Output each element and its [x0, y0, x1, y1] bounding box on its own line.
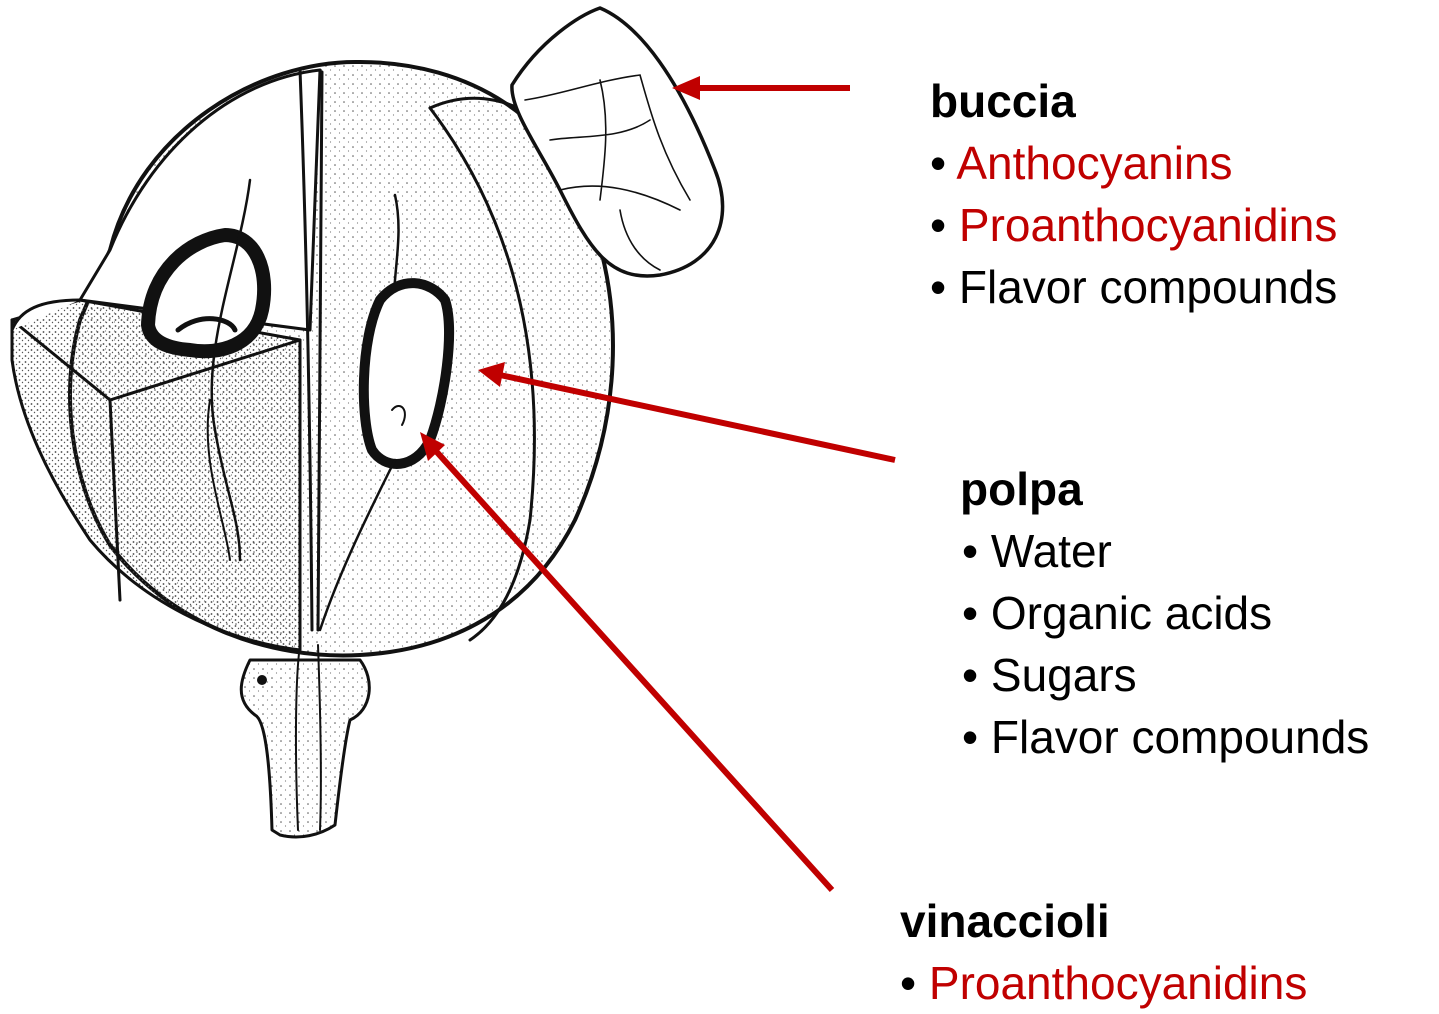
bullet-icon: • — [930, 199, 959, 251]
compound-item: • Sugars — [962, 644, 1369, 706]
compound-item: • Flavor compounds — [930, 256, 1337, 318]
compound-name: Flavor compounds — [991, 711, 1369, 763]
pulp-title: polpa — [960, 458, 1369, 520]
seed-label-group: vinaccioli • Proanthocyanidins — [900, 890, 1307, 1014]
seed-right — [364, 283, 449, 464]
bullet-icon: • — [962, 649, 991, 701]
arrow-to-seed-icon — [420, 432, 832, 890]
bullet-icon: • — [900, 957, 929, 1009]
pulp-compound-list: • Water• Organic acids• Sugars• Flavor c… — [960, 520, 1369, 768]
skin-compound-list: • Anthocyanins• Proanthocyanidins• Flavo… — [930, 132, 1337, 318]
bullet-icon: • — [962, 711, 991, 763]
pedicel — [241, 660, 369, 837]
seed-compound-list: • Proanthocyanidins — [900, 952, 1307, 1014]
seed-title: vinaccioli — [900, 890, 1307, 952]
bullet-icon: • — [930, 261, 959, 313]
skin-title: buccia — [930, 70, 1337, 132]
bullet-icon: • — [930, 137, 956, 189]
compound-item: • Flavor compounds — [962, 706, 1369, 768]
compound-item: • Anthocyanins — [930, 132, 1337, 194]
compound-item: • Water — [962, 520, 1369, 582]
compound-name: Proanthocyanidins — [929, 957, 1307, 1009]
arrow-to-skin-icon — [672, 76, 850, 100]
skin-label-group: buccia • Anthocyanins• Proanthocyanidins… — [930, 70, 1337, 318]
compound-name: Proanthocyanidins — [959, 199, 1337, 251]
grape-berry — [12, 8, 723, 837]
pulp-label-group: polpa • Water• Organic acids• Sugars• Fl… — [960, 458, 1369, 768]
compound-item: • Organic acids — [962, 582, 1369, 644]
compound-name: Sugars — [991, 649, 1137, 701]
compound-name: Flavor compounds — [959, 261, 1337, 313]
compound-item: • Proanthocyanidins — [930, 194, 1337, 256]
bullet-icon: • — [962, 587, 991, 639]
compound-name: Water — [991, 525, 1112, 577]
bullet-icon: • — [962, 525, 991, 577]
compound-name: Organic acids — [991, 587, 1272, 639]
compound-item: • Proanthocyanidins — [900, 952, 1307, 1014]
compound-name: Anthocyanins — [956, 137, 1232, 189]
